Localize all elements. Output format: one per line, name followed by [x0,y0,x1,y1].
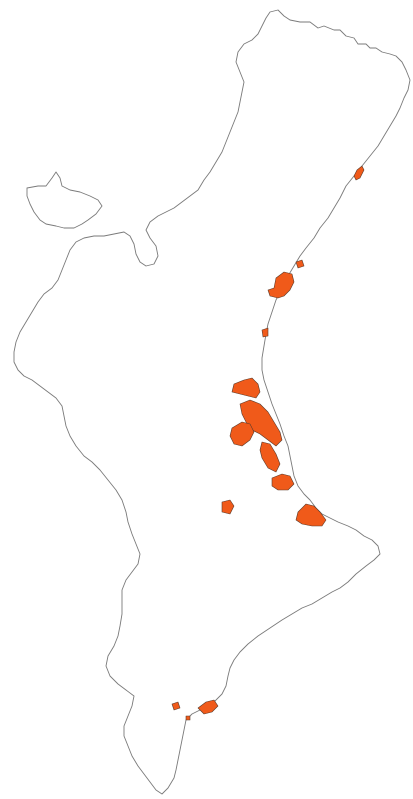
zone-far-south-1[interactable] [197,699,219,715]
zone-far-south-3[interactable] [185,715,191,721]
zone-central-coast-3[interactable] [229,421,255,447]
zone-north-coast-2[interactable] [267,271,295,299]
zone-north-coast-4[interactable] [261,327,269,338]
zone-north-coast-1[interactable] [353,165,365,181]
region-enclave-outline [26,171,103,229]
zone-central-coast-4[interactable] [259,441,281,473]
zone-central-coast-5[interactable] [271,473,295,491]
zone-central-coast-1[interactable] [231,377,261,399]
zone-inland-1[interactable] [221,499,235,515]
zone-north-coast-3[interactable] [295,259,305,269]
highlighted-zones [171,165,365,721]
zone-far-south-2[interactable] [171,701,181,711]
zone-south-coast-1[interactable] [295,503,327,527]
region-outline [13,9,411,795]
